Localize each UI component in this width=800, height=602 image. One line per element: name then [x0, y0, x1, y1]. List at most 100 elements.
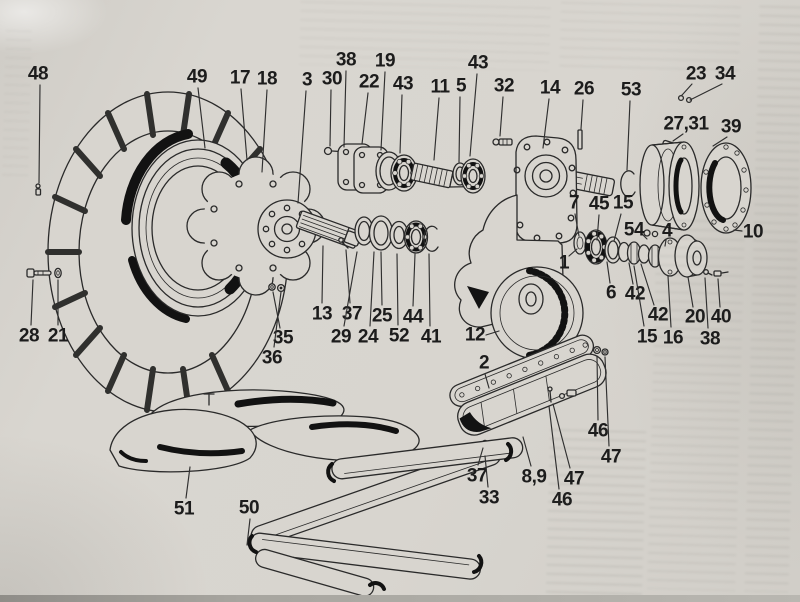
- callout-label-52: 52: [389, 326, 409, 347]
- rim-shadow: [121, 129, 193, 225]
- callout-leader-26: [580, 99, 584, 130]
- bolt-28: [26, 268, 52, 278]
- washer-21: [54, 267, 62, 279]
- spline-shaft-11: [410, 162, 481, 190]
- callout-leader-10: [733, 229, 743, 232]
- callout-leader-3: [297, 90, 307, 204]
- bolt-40: [713, 270, 729, 277]
- callout-label-38: 38: [700, 329, 720, 350]
- callout-leader-24: [369, 251, 375, 327]
- callout-label-21: 21: [48, 326, 69, 347]
- pan-shadow: [459, 412, 492, 432]
- callout-leader-46: [548, 405, 560, 490]
- callout-leader-38: [343, 70, 347, 148]
- callout-label-11: 11: [430, 77, 450, 98]
- callout-label-53: 53: [621, 80, 641, 101]
- callout-leader-22: [361, 92, 369, 145]
- callout-leader-13: [321, 245, 324, 304]
- callout-leader-33: [484, 455, 489, 488]
- callout-label-46: 46: [588, 421, 608, 442]
- callout-label-16: 16: [663, 328, 683, 349]
- callout-label-10: 10: [743, 222, 763, 243]
- callout-leader-32: [499, 96, 504, 137]
- callout-label-2: 2: [479, 353, 489, 374]
- callout-leader-14: [542, 98, 550, 149]
- callout-label-43: 43: [468, 53, 488, 74]
- housing-shadow: [467, 286, 489, 309]
- callout-label-23: 23: [686, 64, 706, 85]
- callout-leader-8,9: [522, 436, 532, 467]
- callout-label-47: 47: [564, 469, 584, 490]
- bleed-through-text: [299, 0, 551, 72]
- callout-label-54: 54: [624, 220, 645, 241]
- callout-label-13: 13: [312, 304, 332, 325]
- callout-label-26: 26: [574, 79, 594, 100]
- seal-ring-25: [368, 215, 394, 251]
- oil-pan: [457, 353, 607, 436]
- callout-leader-4: [664, 239, 667, 247]
- callout-leader-44: [412, 253, 416, 307]
- callout-leader-15: [613, 213, 622, 242]
- rim-shadow: [128, 256, 190, 323]
- carrier-plate-14: [513, 135, 578, 244]
- bolt-32: [492, 138, 513, 146]
- callout-leader-5: [458, 96, 461, 163]
- bleed-through-text: [647, 218, 745, 592]
- callout-label-38: 38: [336, 50, 356, 71]
- dowel-pin-26: [577, 129, 583, 150]
- callout-label-42: 42: [625, 284, 645, 305]
- belt-fold: [247, 534, 258, 554]
- callout-label-8,9: 8,9: [522, 467, 547, 488]
- callout-label-46: 46: [552, 490, 572, 511]
- callout-label-20: 20: [685, 307, 705, 328]
- callout-leader-6: [606, 261, 611, 284]
- valve-48: [35, 183, 42, 196]
- callout-label-30: 30: [322, 69, 342, 90]
- seal-53: [620, 170, 636, 198]
- callout-leader-18: [261, 89, 268, 173]
- callout-label-22: 22: [359, 72, 379, 93]
- screws-23-34: [677, 94, 693, 104]
- callout-leader-48: [38, 84, 41, 184]
- bleed-through-text: [559, 1, 741, 77]
- callout-label-4: 4: [662, 221, 673, 242]
- callout-label-18: 18: [257, 69, 277, 90]
- bolt-37-front: [338, 237, 349, 249]
- callout-label-19: 19: [375, 51, 395, 72]
- belt-fold: [504, 442, 514, 462]
- callout-leader-35: [272, 291, 281, 329]
- callout-label-28: 28: [19, 326, 39, 347]
- pinion-bore: [518, 283, 544, 315]
- callout-leader-34: [689, 83, 723, 101]
- bleed-through-text: [545, 428, 647, 598]
- callout-label-12: 12: [465, 325, 485, 346]
- callout-label-49: 49: [187, 67, 207, 88]
- callout-leader-39: [712, 136, 728, 147]
- snap-ring-41: [423, 225, 439, 252]
- callout-label-15: 15: [637, 327, 658, 348]
- callout-leader-42: [640, 263, 655, 306]
- callout-label-14: 14: [540, 78, 561, 99]
- callout-leader-17: [240, 88, 248, 161]
- callout-leader-28: [30, 279, 34, 326]
- callout-label-33: 33: [479, 488, 499, 509]
- seal-15: [604, 236, 622, 264]
- callout-label-35: 35: [273, 328, 294, 349]
- callout-label-51: 51: [174, 499, 195, 520]
- callout-leader-50: [246, 518, 251, 546]
- callout-leader-36: [273, 291, 282, 348]
- callout-label-44: 44: [403, 307, 424, 328]
- callout-leader-23: [680, 83, 693, 97]
- callout-leader-54: [641, 233, 648, 240]
- callout-leader-43: [399, 94, 403, 154]
- callout-label-27,31: 27,31: [663, 114, 709, 135]
- callout-leader-19: [380, 71, 386, 151]
- callout-label-43: 43: [393, 74, 413, 95]
- callout-leader-2: [484, 373, 490, 389]
- callout-leader-42: [628, 262, 634, 285]
- rings-54: [643, 229, 659, 238]
- spacer-row: [617, 241, 670, 268]
- callout-leader-7: [574, 213, 580, 237]
